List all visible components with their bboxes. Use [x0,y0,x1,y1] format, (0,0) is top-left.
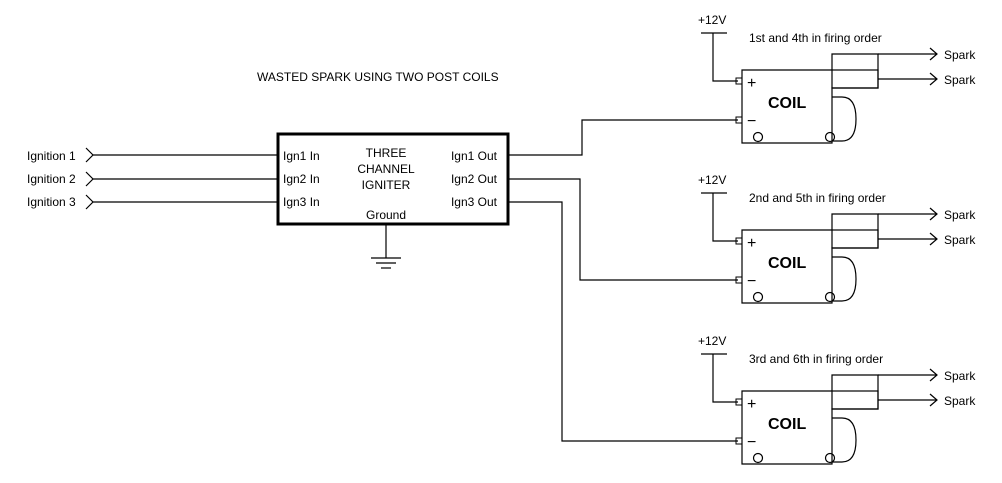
ign3-out-wire [508,201,738,442]
spark-label-3b: Spark [944,394,976,408]
igniter-input-label-3: Ign3 In [283,195,320,209]
minus-sign-2: − [747,273,756,290]
firing-caption-1: 1st and 4th in firing order [749,31,882,45]
supply-label-2: +12V [698,173,726,187]
spark-label-1b: Spark [944,73,976,87]
plus-terminal-2 [735,237,743,245]
coil-body-3 [741,374,879,465]
ignition-inputs: Ignition 1 Ignition 2 Ignition 3 [27,147,278,210]
ign2-out-wire [508,178,738,281]
coil-2: +12V 2nd and 5th in firing order + − COI… [698,173,976,304]
ignition-label-3: Ignition 3 [27,195,76,209]
spark-label-3a: Spark [944,369,976,383]
spark-label-2b: Spark [944,233,976,247]
arrow-right-icon [929,232,938,246]
ignition-input-1: Ignition 1 [27,147,278,163]
plus-sign-2: + [747,235,756,252]
minus-terminal-1 [735,116,743,124]
chevron-right-icon [85,171,94,187]
mount-hole-3a [752,452,764,464]
plus-sign-1: + [747,75,756,92]
minus-terminal-3 [735,437,743,445]
coil-body-2 [741,213,879,304]
igniter-output-label-2: Ign2 Out [451,172,498,186]
plus-sign-3: + [747,396,756,413]
ign1-out-wire [508,119,738,156]
igniter-module: THREE CHANNEL IGNITER Ground Ign1 In Ign… [276,132,510,226]
firing-caption-3: 3rd and 6th in firing order [749,352,883,366]
minus-sign-1: − [747,113,756,130]
mount-hole-2a [752,291,764,303]
coil-tower-3 [831,390,879,410]
arrow-right-icon [929,393,938,407]
supply-label-3: +12V [698,334,726,348]
igniter-name-line-1: THREE [366,146,407,160]
spark-label-1a: Spark [944,48,976,62]
coil-3: +12V 3rd and 6th in firing order + − COI… [698,334,976,465]
coil-loop-3 [832,417,857,463]
coil-label-2: COIL [768,255,806,272]
igniter-ground-label: Ground [366,208,406,222]
mount-hole-2b [824,291,836,303]
supply-wire-3 [712,354,738,403]
igniter-name-line-2: CHANNEL [357,162,415,176]
spark-label-2a: Spark [944,208,976,222]
coil-label-3: COIL [768,416,806,433]
minus-sign-3: − [747,434,756,451]
plus-terminal-1 [735,77,743,85]
arrow-right-icon [929,72,938,86]
mount-hole-1a [752,131,764,143]
arrow-right-icon [929,368,938,382]
coil-tower-2 [831,229,879,249]
supply-wire-2 [712,193,738,242]
supply-label-1: +12V [698,13,726,27]
firing-caption-2: 2nd and 5th in firing order [749,191,886,205]
igniter-input-label-2: Ign2 In [283,172,320,186]
ignition-input-3: Ignition 3 [27,194,278,210]
igniter-output-label-1: Ign1 Out [451,149,498,163]
coil-loop-1 [832,96,857,142]
arrow-right-icon [929,207,938,221]
plus-terminal-3 [735,398,743,406]
coil-tower-1 [831,69,879,89]
coil-loop-2 [832,256,857,302]
coil-label-1: COIL [768,95,806,112]
arrow-right-icon [929,47,938,61]
igniter-name-line-3: IGNITER [362,178,411,192]
ignition-label-2: Ignition 2 [27,172,76,186]
coil-body-1 [741,53,879,144]
supply-wire-1 [712,33,738,82]
ground-symbol-icon [371,224,401,269]
chevron-right-icon [85,194,94,210]
chevron-right-icon [85,147,94,163]
diagram-title: WASTED SPARK USING TWO POST COILS [257,70,499,84]
igniter-input-label-1: Ign1 In [283,149,320,163]
coil-1: +12V 1st and 4th in firing order + − COI… [698,13,976,144]
minus-terminal-2 [735,276,743,284]
mount-hole-3b [824,452,836,464]
ignition-input-2: Ignition 2 [27,171,278,187]
igniter-output-label-3: Ign3 Out [451,195,498,209]
mount-hole-1b [824,131,836,143]
ignition-label-1: Ignition 1 [27,149,76,163]
